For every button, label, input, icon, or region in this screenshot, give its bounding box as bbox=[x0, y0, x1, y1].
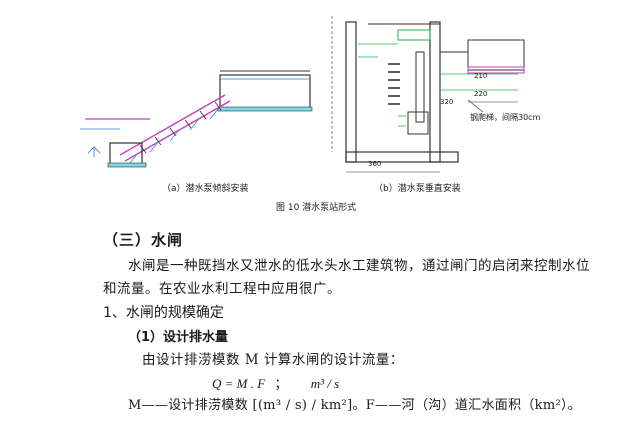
inclined-pump-drawing bbox=[80, 70, 313, 168]
left-figure-caption: （a）潜水泵倾斜安装 bbox=[162, 184, 249, 194]
section-heading: （三）水闸 bbox=[103, 231, 184, 249]
formula-unit: m³ / s bbox=[310, 376, 340, 391]
formula-text: Q = M . F bbox=[212, 376, 266, 391]
vertical-pump-drawing bbox=[331, 16, 525, 173]
dim-label-360: 360 bbox=[368, 160, 382, 168]
subsubsection-heading: （1）设计排水量 bbox=[128, 330, 229, 345]
figure-title: 图 10 潜水泵站形式 bbox=[276, 203, 357, 213]
paragraph-line-2: 和流量。在农业水利工程中应用很广。 bbox=[103, 281, 341, 297]
right-figure-caption: （b）潜水泵垂直安装 bbox=[374, 184, 461, 194]
dim-label-320: 320 bbox=[440, 98, 454, 106]
formula-expression: Q = M . F ； m³ / s bbox=[212, 373, 339, 392]
definition-line: M——设计排涝模数 [(m³ / s) / km²]。F——河（沟）道汇水面积（… bbox=[128, 398, 582, 413]
subsection-heading: 1、水闸的规模确定 bbox=[103, 305, 224, 321]
dim-label-210: 210 bbox=[474, 72, 488, 80]
dim-label-220: 220 bbox=[474, 90, 488, 98]
intro-line: 由设计排涝模数 M 计算水闸的设计流量： bbox=[142, 352, 404, 368]
ladder-note: 钢爬梯，间隔30cm bbox=[470, 113, 541, 122]
paragraph-line-1: 水闸是一种既挡水又泄水的低水头水工建筑物，通过闸门的启闭来控制水位 bbox=[128, 258, 590, 274]
formula-separator: ； bbox=[274, 376, 288, 391]
